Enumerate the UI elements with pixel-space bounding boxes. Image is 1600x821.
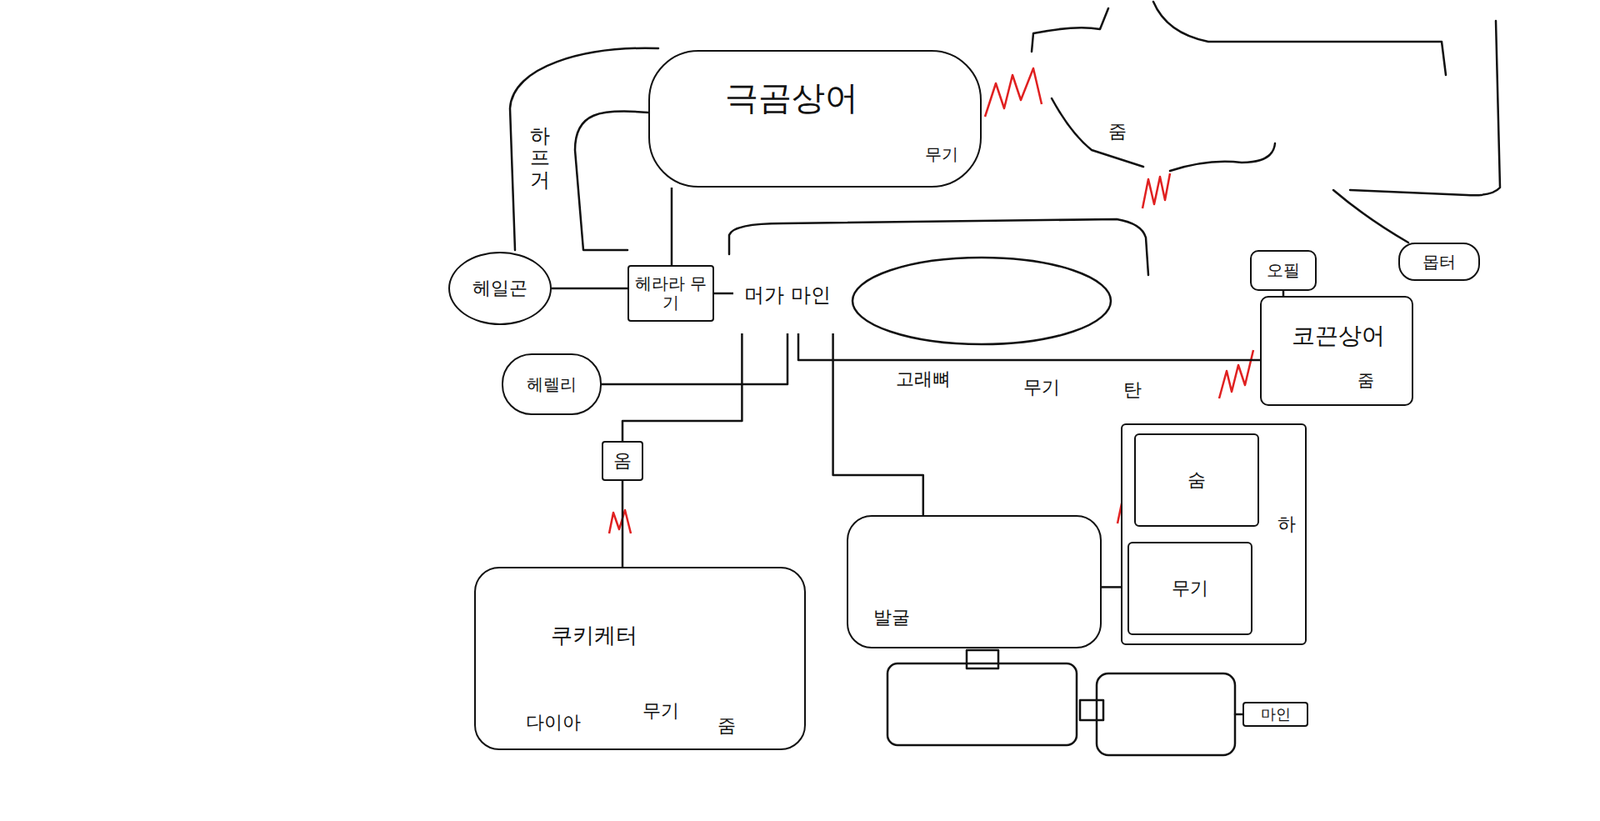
corridor-line [601,333,788,385]
room-name: 극곰상어 [725,78,859,117]
room-name: 숨 [1187,469,1206,490]
corridor-outline [575,110,649,250]
corridor-line [621,480,625,567]
item-box: 헤라라 무기 [627,265,715,322]
map-label: 줌 [1108,120,1127,142]
room-name: 헤렐리 [526,375,577,395]
corridor-line [714,292,734,295]
empty-room [1096,673,1235,755]
room-name: 머가 마인 [744,284,831,308]
sub-room: 숨 [1134,433,1260,527]
corridor-line [551,287,628,290]
room-note: 다이아 [525,711,581,733]
room-name: 오필 [1266,260,1300,280]
region-outline [1350,20,1500,195]
corridor-line [670,187,674,265]
small-room: 옴 [601,440,644,481]
area-label-box: 머가 마인 [733,258,842,334]
blocked-zigzag [1142,173,1170,209]
dig-room: 발굴 [846,515,1102,649]
room-name: 헤일곤 [472,277,528,299]
map-label: 무기 [1023,376,1060,398]
empty-room [887,663,1077,745]
cave-blob: 헤렐리 [501,353,602,415]
corridor-outline [1333,190,1409,243]
map-label: 탄 [1123,379,1142,400]
room-name: 발굴 [873,606,910,628]
corridor-outline [510,48,659,250]
room-name: 헤라라 무기 [632,274,710,313]
region-outline [1153,1,1446,75]
boss-room: 쿠키케터다이아 무기줌 [474,566,806,750]
map-label: 고래뼈 [895,368,951,390]
door-mark [1080,700,1104,720]
room-name: 마인 [1260,705,1291,724]
blocked-zigzag [985,68,1042,117]
sub-room: 무기 [1127,541,1253,635]
blocked-zigzag [1219,350,1254,399]
corridor-outline [1051,98,1144,167]
door-mark [966,650,999,669]
passage-line [1235,713,1243,716]
room-note: 무기 [642,700,680,721]
room-note: 무기 [925,145,959,165]
small-room: 마인 [1242,701,1309,727]
blocked-zigzag [609,510,631,534]
room-note: 줌 [717,715,736,736]
corridor-outline [1170,143,1275,171]
small-room: 오필 [1250,250,1317,291]
room-frame: 하 숨무기 [1120,423,1307,645]
region-outline [1031,8,1109,52]
map-label: 하프거 [530,125,550,191]
shark-room: 코끈상어줌 [1260,295,1414,406]
room-name: 옴 [613,450,632,471]
room-name: 하 [1277,513,1296,535]
room-name: 쿠키케터 [550,623,638,649]
cave-blob: 헤일곤 [448,251,552,325]
cave-blob: 몹터 [1398,242,1480,281]
shark-room: 극곰상어무기 [648,50,982,188]
rock-outline [852,257,1111,345]
room-name: 몹터 [1422,252,1456,272]
corridor-line [622,333,742,441]
room-note: 줌 [1357,370,1375,390]
room-name: 무기 [1171,577,1209,599]
room-name: 코끈상어 [1291,322,1385,350]
corridor-line [798,333,1260,360]
region-outline [729,219,1149,275]
